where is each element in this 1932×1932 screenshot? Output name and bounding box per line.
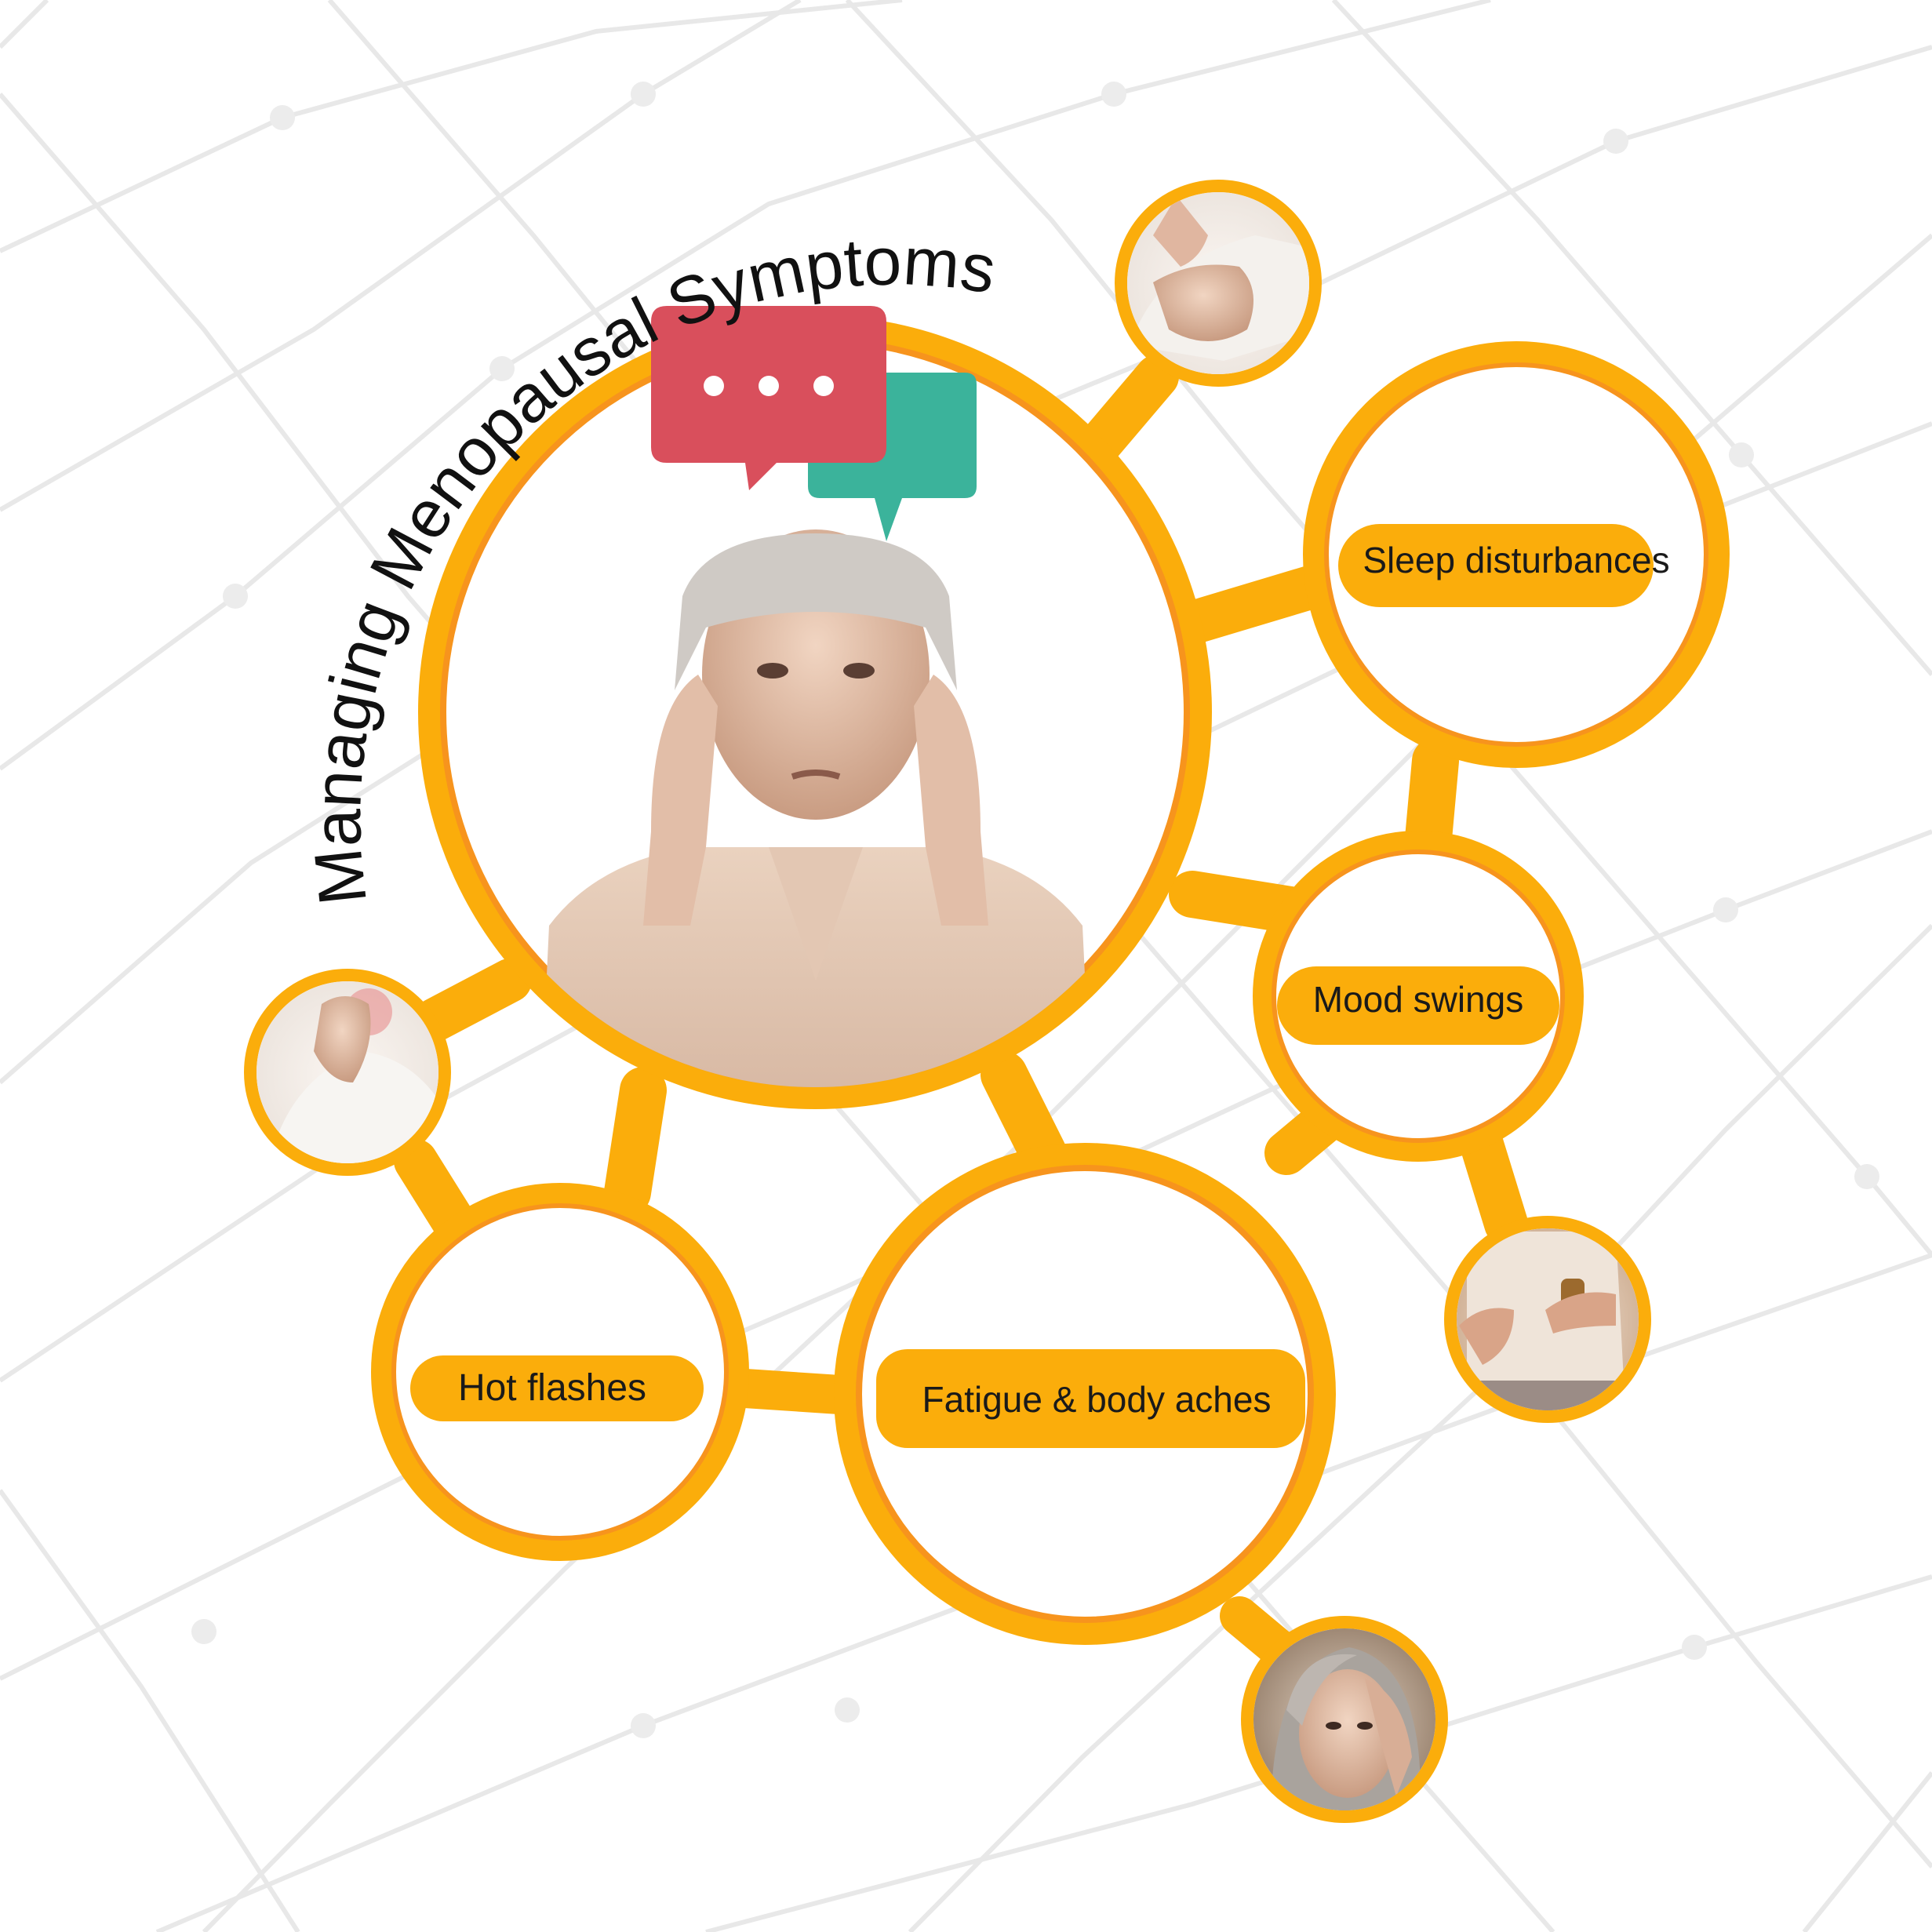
fatigue-body-aches-circle: Fatigue & body aches xyxy=(834,1143,1336,1645)
fatigue-body-aches-label: Fatigue & body aches xyxy=(922,1379,1272,1420)
photo-circle-neck xyxy=(244,969,451,1176)
mood-swings-label: Mood swings xyxy=(1313,979,1523,1020)
mood-swings-circle: Mood swings xyxy=(1253,831,1584,1162)
fatigue-body-aches-pill xyxy=(876,1349,1305,1448)
hot-flashes-label: Hot flashes xyxy=(458,1367,646,1409)
hot-flashes-circle: Hot flashes xyxy=(371,1183,749,1561)
headache-woman-photo xyxy=(1253,1628,1435,1810)
itchy-wrist-photo xyxy=(1127,192,1309,374)
woman-thinking-photo xyxy=(541,529,1090,1087)
photo-circle-wrist xyxy=(1115,180,1322,387)
connector-bridges xyxy=(394,355,1528,1675)
sleep-disturbances-pill xyxy=(1338,524,1654,607)
chat-bubbles-icon xyxy=(651,306,977,541)
photo-circle-headache xyxy=(1241,1616,1448,1823)
hot-flashes-pill xyxy=(410,1355,704,1421)
main-circle xyxy=(418,315,1212,1109)
sleep-disturbances-label: Sleep disturbances xyxy=(1363,540,1669,580)
sleep-disturbances-circle: Sleep disturbances xyxy=(1303,341,1730,768)
mood-swings-pill xyxy=(1277,966,1559,1045)
photo-circle-back xyxy=(1444,1216,1651,1423)
